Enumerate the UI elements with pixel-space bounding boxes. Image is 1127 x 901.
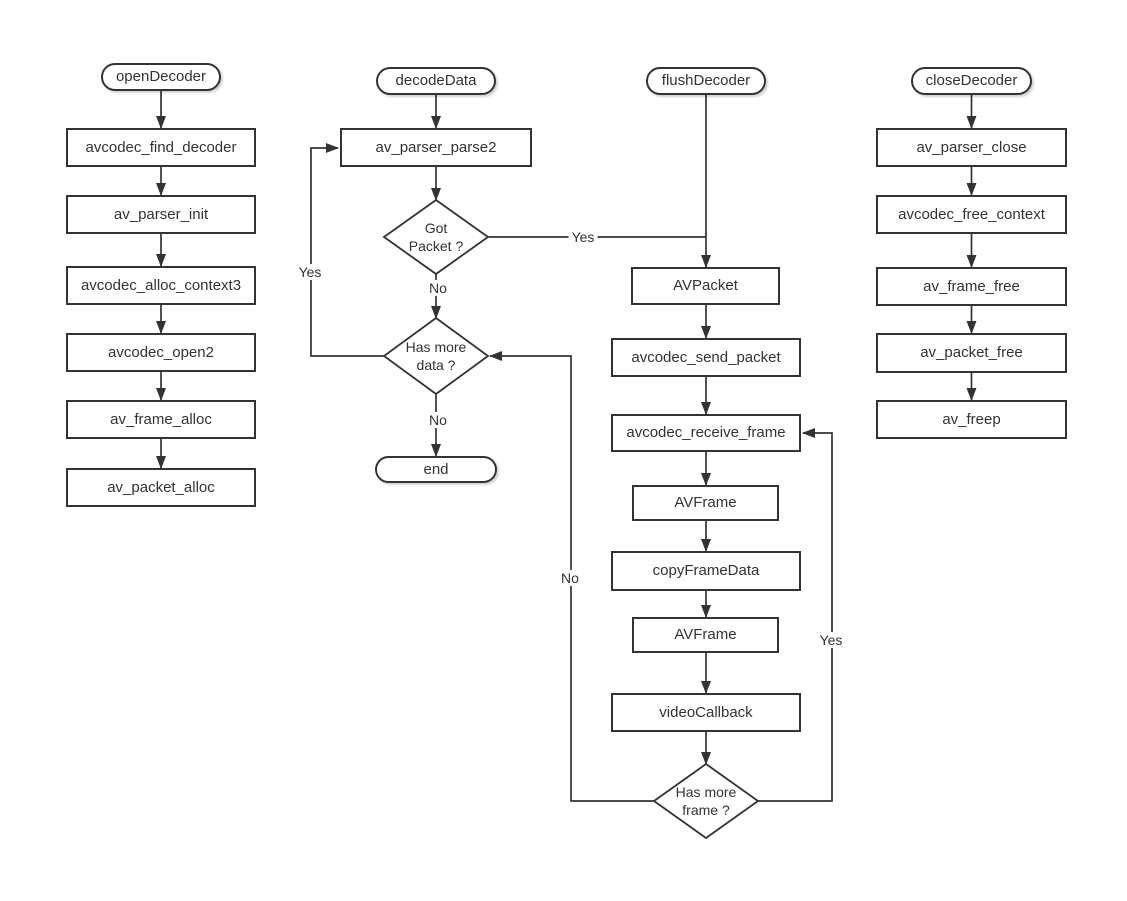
decision-got-packet-shape xyxy=(382,198,490,276)
terminator-flushdecoder: flushDecoder xyxy=(646,67,766,95)
step-av-freep: av_freep xyxy=(876,400,1067,439)
decision-got-packet-line2: Packet ? xyxy=(408,238,464,254)
edge-label-got-packet-yes: Yes xyxy=(568,229,598,245)
step-videocallback: videoCallback xyxy=(611,693,801,732)
step-avpacket: AVPacket xyxy=(631,267,780,305)
decision-got-packet-label: Got Packet ? xyxy=(409,219,463,255)
step-avcodec-receive-frame: avcodec_receive_frame xyxy=(611,414,801,452)
terminator-opendecoder: openDecoder xyxy=(101,63,221,91)
step-avcodec-alloc-context3: avcodec_alloc_context3 xyxy=(66,266,256,305)
decision-has-more-data-label: Has more data ? xyxy=(406,338,467,374)
terminator-decodedata: decodeData xyxy=(376,67,496,95)
edge-label-has-more-data-no: No xyxy=(426,412,450,428)
terminator-end: end xyxy=(375,456,497,483)
decision-got-packet-line1: Got xyxy=(424,220,448,236)
edge-label-got-packet-no: No xyxy=(426,280,450,296)
step-av-parser-init: av_parser_init xyxy=(66,195,256,234)
edge-label-has-more-frame-yes: Yes xyxy=(816,632,846,648)
step-av-packet-alloc: av_packet_alloc xyxy=(66,468,256,507)
step-avframe-2: AVFrame xyxy=(632,617,779,653)
decision-has-more-frame-shape xyxy=(652,762,760,840)
edge-has-more-data-yes-to-parse2 xyxy=(310,143,384,357)
step-avcodec-find-decoder: avcodec_find_decoder xyxy=(66,128,256,167)
step-avcodec-open2: avcodec_open2 xyxy=(66,333,256,372)
decision-has-more-frame-label: Has more frame ? xyxy=(676,783,737,819)
decision-has-more-data-shape xyxy=(382,316,490,396)
step-av-packet-free: av_packet_free xyxy=(876,333,1067,373)
edge-label-parse-loop-yes: Yes xyxy=(295,264,325,280)
step-avframe-1: AVFrame xyxy=(632,485,779,521)
decision-has-more-data-line2: data ? xyxy=(416,357,456,373)
terminator-closedecoder: closeDecoder xyxy=(911,67,1032,95)
decision-has-more-data-line1: Has more xyxy=(405,339,467,355)
decision-has-more-frame-line1: Has more xyxy=(675,784,737,800)
step-avcodec-free-context: avcodec_free_context xyxy=(876,195,1067,234)
edge-has-more-frame-yes-to-receive-frame xyxy=(758,428,833,802)
decision-has-more-frame-line2: frame ? xyxy=(682,802,730,818)
step-av-parser-parse2: av_parser_parse2 xyxy=(340,128,532,167)
edge-label-has-more-frame-no: No xyxy=(558,570,582,586)
step-copyframedata: copyFrameData xyxy=(611,551,801,591)
step-avcodec-send-packet: avcodec_send_packet xyxy=(611,338,801,377)
step-av-parser-close: av_parser_close xyxy=(876,128,1067,167)
step-av-frame-free: av_frame_free xyxy=(876,267,1067,306)
step-av-frame-alloc: av_frame_alloc xyxy=(66,400,256,439)
